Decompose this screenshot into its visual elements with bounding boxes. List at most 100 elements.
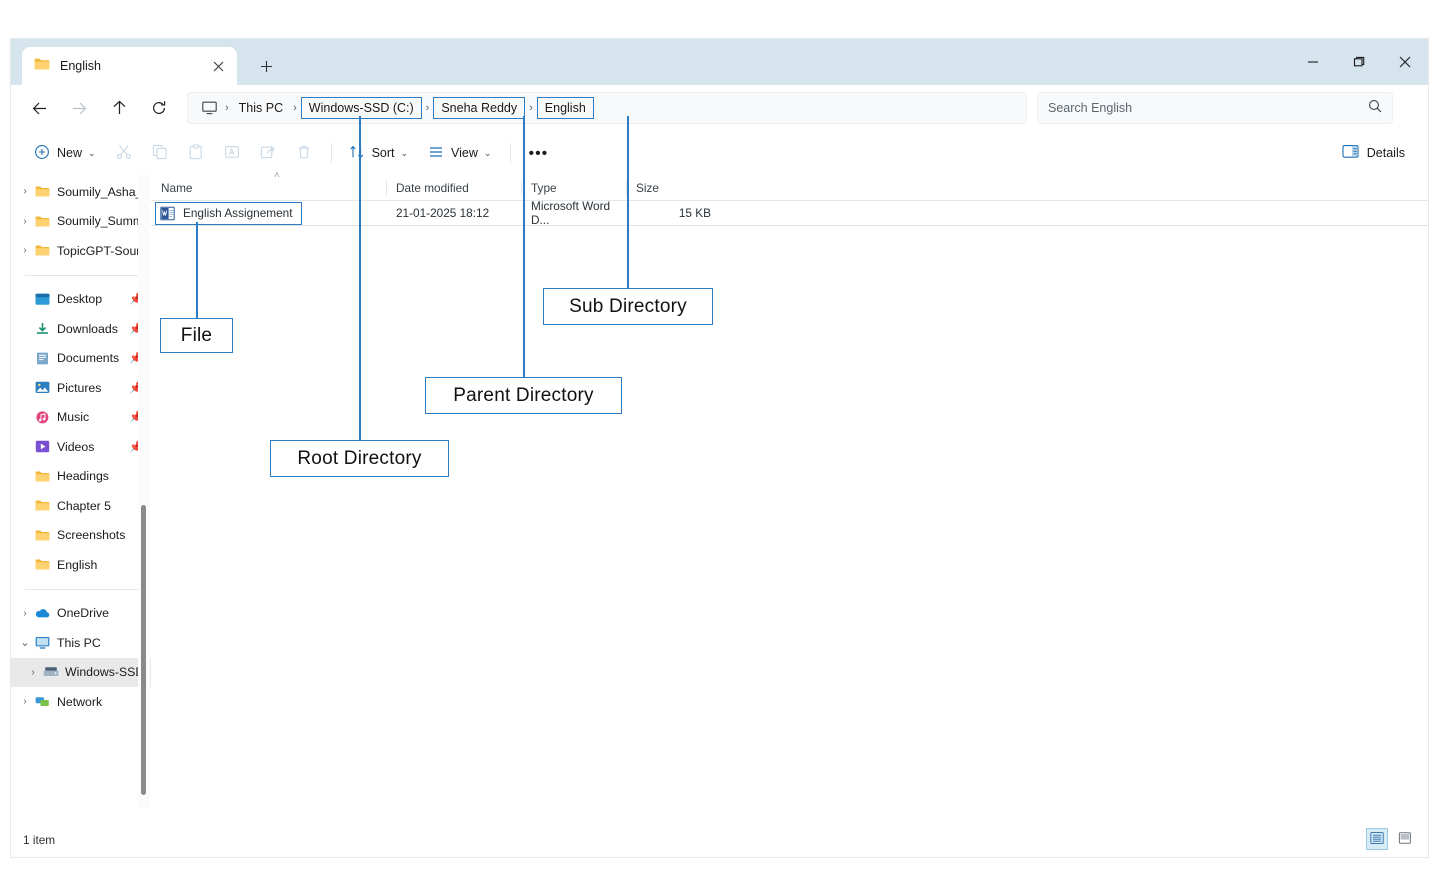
spacer: ›: [15, 471, 35, 482]
share-button[interactable]: [251, 137, 285, 169]
details-pane-icon: [1342, 144, 1359, 162]
sidebar-item-english[interactable]: › English: [11, 550, 151, 580]
sidebar-item-screenshots[interactable]: › Screenshots: [11, 521, 151, 551]
breadcrumb-separator: ›: [293, 102, 297, 114]
paste-button[interactable]: [179, 137, 213, 169]
file-size-cell: 15 KB: [678, 206, 711, 220]
search-icon[interactable]: [1368, 99, 1382, 118]
breadcrumb-this-pc[interactable]: This PC: [238, 101, 284, 115]
sort-button[interactable]: Sort ⌄: [340, 137, 417, 169]
sidebar-item-network[interactable]: › Network: [11, 687, 151, 717]
address-bar[interactable]: › This PC › Windows-SSD (C:) › Sneha Red…: [187, 92, 1027, 124]
sidebar-item-label: Screenshots: [57, 528, 126, 543]
view-button[interactable]: View ⌄: [419, 137, 500, 169]
sidebar-item-desktop[interactable]: › Desktop 📌: [11, 285, 151, 315]
sidebar-item-documents[interactable]: › Documents 📌: [11, 344, 151, 374]
view-label: View: [451, 146, 478, 160]
sidebar-item-label: Chapter 5: [57, 498, 112, 513]
sidebar-item-this-pc[interactable]: ⌄ This PC: [11, 628, 151, 658]
refresh-button[interactable]: [142, 91, 176, 125]
folder-icon: [35, 529, 57, 542]
tab-english[interactable]: English: [22, 47, 237, 85]
chevron-right-icon[interactable]: ›: [23, 186, 27, 198]
folder-icon: [35, 470, 57, 483]
share-icon: [260, 144, 276, 163]
folder-icon: [35, 185, 57, 198]
chevron-right-icon[interactable]: ›: [23, 245, 27, 257]
file-name-cell[interactable]: English Assignement: [151, 201, 386, 226]
new-tab-icon[interactable]: [251, 51, 281, 81]
sidebar-item-label: Music: [57, 410, 90, 425]
chevron-right-icon[interactable]: ›: [23, 215, 27, 227]
spacer: ›: [15, 412, 35, 423]
column-header-label: Date modified: [396, 180, 469, 195]
sort-label: Sort: [371, 146, 395, 160]
copy-icon: [152, 144, 168, 163]
close-button[interactable]: [1382, 39, 1428, 85]
details-pane-button[interactable]: Details: [1333, 137, 1414, 169]
rename-icon: [224, 144, 240, 163]
sidebar-item-label: Videos: [57, 439, 95, 454]
monitor-icon: [35, 636, 57, 649]
delete-button[interactable]: [287, 137, 321, 169]
sidebar-scrollbar-track[interactable]: [138, 175, 150, 807]
chevron-right-icon[interactable]: ›: [23, 607, 27, 619]
sidebar-scrollbar-thumb[interactable]: [141, 505, 146, 795]
maximize-button[interactable]: [1336, 39, 1382, 85]
breadcrumb-english[interactable]: English: [536, 97, 594, 119]
sidebar-item-label: Network: [57, 694, 103, 709]
status-bar: 1 item: [11, 823, 1428, 857]
folder-icon: [35, 215, 57, 228]
file-name-selection-box[interactable]: English Assignement: [155, 201, 302, 225]
window-controls: [1290, 39, 1428, 85]
copy-button[interactable]: [143, 137, 177, 169]
sidebar-item-videos[interactable]: › Videos 📌: [11, 432, 151, 462]
spacer: ›: [15, 382, 35, 393]
navigation-pane[interactable]: › Soumily_Asha_ › Soumily_Summ ›: [11, 175, 151, 807]
breadcrumb-sneha-reddy[interactable]: Sneha Reddy: [433, 97, 526, 119]
more-options-button[interactable]: •••: [519, 137, 557, 169]
sidebar-item-soumily-summ[interactable]: › Soumily_Summ: [11, 207, 151, 237]
chevron-down-icon: ⌄: [88, 147, 96, 158]
chevron-right-icon[interactable]: ›: [31, 666, 35, 678]
thumbnail-view-toggle[interactable]: [1394, 828, 1416, 850]
sidebar-item-soumily-asha[interactable]: › Soumily_Asha_: [11, 177, 151, 207]
spacer: ›: [15, 353, 35, 364]
chevron-down-icon: ⌄: [400, 147, 409, 158]
sidebar-item-pictures[interactable]: › Pictures 📌: [11, 373, 151, 403]
back-button[interactable]: [22, 91, 56, 125]
sidebar-item-chapter-5[interactable]: › Chapter 5: [11, 491, 151, 521]
forward-button[interactable]: [62, 91, 96, 125]
minimize-button[interactable]: [1290, 39, 1336, 85]
table-row[interactable]: English Assignement 21-01-2025 18:12 Mic…: [151, 199, 1428, 227]
sidebar-item-music[interactable]: › Music 📌: [11, 403, 151, 433]
spacer: ›: [15, 500, 35, 511]
file-list-area[interactable]: Name ˄ Date modified Type Size: [151, 170, 1428, 807]
breadcrumb-separator: ›: [225, 102, 229, 114]
sidebar-item-topicgpt[interactable]: › TopicGPT-Sour: [11, 236, 151, 266]
chevron-right-icon[interactable]: ›: [23, 696, 27, 708]
details-view-toggle[interactable]: [1366, 828, 1388, 850]
sidebar-item-label: Windows-SSD: [65, 665, 145, 680]
rename-button[interactable]: [215, 137, 249, 169]
sidebar-item-windows-ssd[interactable]: › Windows-SSD: [11, 657, 151, 687]
spacer: ›: [15, 294, 35, 305]
column-header-date-modified[interactable]: Date modified: [386, 175, 521, 201]
sidebar-item-downloads[interactable]: › Downloads 📌: [11, 314, 151, 344]
item-count-label: 1 item: [23, 833, 56, 847]
download-icon: [35, 322, 57, 335]
column-header-name[interactable]: Name ˄: [151, 170, 386, 201]
breadcrumb-windows-ssd[interactable]: Windows-SSD (C:): [300, 97, 422, 119]
column-header-type[interactable]: Type: [521, 175, 626, 201]
column-header-size[interactable]: Size: [626, 175, 721, 201]
sidebar-item-headings[interactable]: › Headings: [11, 462, 151, 492]
tab-close-icon[interactable]: [207, 55, 229, 77]
folder-icon: [35, 558, 57, 571]
chevron-down-icon[interactable]: ⌄: [20, 637, 30, 650]
sidebar-item-onedrive[interactable]: › OneDrive: [11, 599, 151, 629]
search-box[interactable]: Search English: [1037, 92, 1393, 124]
new-button[interactable]: New ⌄: [25, 137, 105, 169]
up-button[interactable]: [102, 91, 136, 125]
cut-button[interactable]: [107, 137, 141, 169]
